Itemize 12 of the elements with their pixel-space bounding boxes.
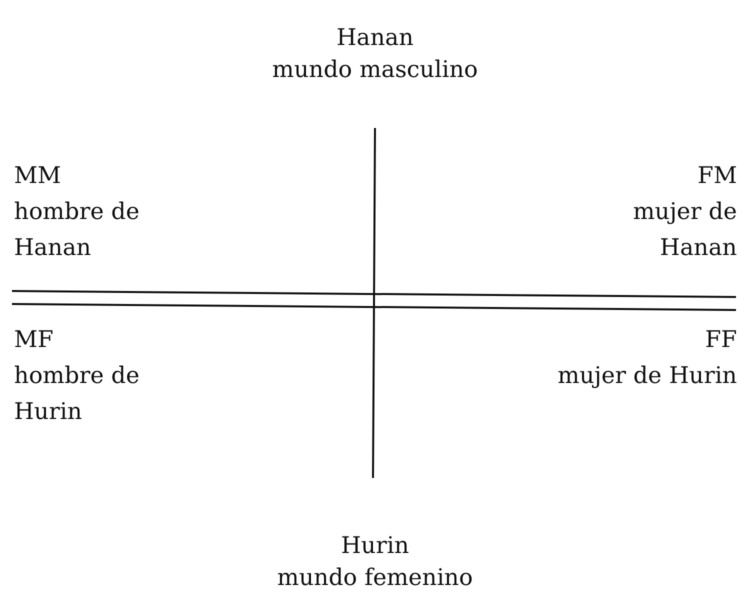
quadrant-description: mujer de Hurin xyxy=(557,362,737,391)
region-subtitle: mundo masculino xyxy=(271,56,479,85)
quadrant-code: MM xyxy=(14,162,62,191)
region-subtitle: mundo femenino xyxy=(276,564,474,593)
region-heading: Hurin xyxy=(340,532,410,561)
region-heading: Hanan xyxy=(335,24,415,53)
quadrant-code: MF xyxy=(14,326,55,355)
quadrant-description: hombre de Hurin xyxy=(14,362,140,427)
quadrant-code: FF xyxy=(704,326,737,355)
quadrant-description: hombre de Hanan xyxy=(14,198,140,263)
quadrant-description: mujer de Hanan xyxy=(632,198,737,263)
quadrant-code: FM xyxy=(696,162,737,191)
